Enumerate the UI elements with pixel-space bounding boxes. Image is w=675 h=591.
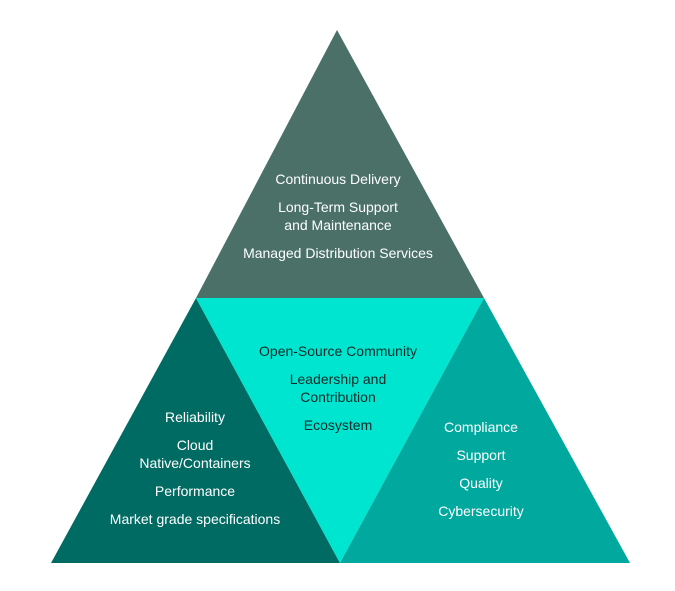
left-item: Performance (154, 483, 236, 499)
top-item: Continuous Delivery (275, 171, 401, 187)
center-item: Ecosystem (303, 417, 373, 433)
center-item: Open-Source Community (259, 343, 417, 359)
right-item: Compliance (444, 419, 518, 435)
left-triangle (51, 298, 340, 563)
right-item: Support (456, 447, 506, 463)
center-item: Leadership and Contribution (289, 371, 387, 405)
right-triangle (340, 298, 630, 563)
left-item: Reliability (165, 409, 225, 425)
top-item: Managed Distribution Services (243, 245, 433, 261)
top-triangle (196, 30, 484, 298)
top-item: Long-Term Support and Maintenance (278, 199, 398, 233)
left-section-text: Reliability Cloud Native/Containers Perf… (95, 408, 295, 538)
right-item: Quality (459, 475, 503, 491)
right-item: Cybersecurity (438, 503, 524, 519)
center-section-text: Open-Source Community Leadership and Con… (238, 342, 438, 444)
right-section-text: Compliance Support Quality Cybersecurity (411, 418, 551, 530)
center-triangle (196, 298, 484, 563)
left-item: Market grade specifications (109, 511, 281, 527)
top-section-text: Continuous Delivery Long-Term Support an… (218, 170, 458, 272)
left-item: Cloud Native/Containers (139, 437, 251, 471)
